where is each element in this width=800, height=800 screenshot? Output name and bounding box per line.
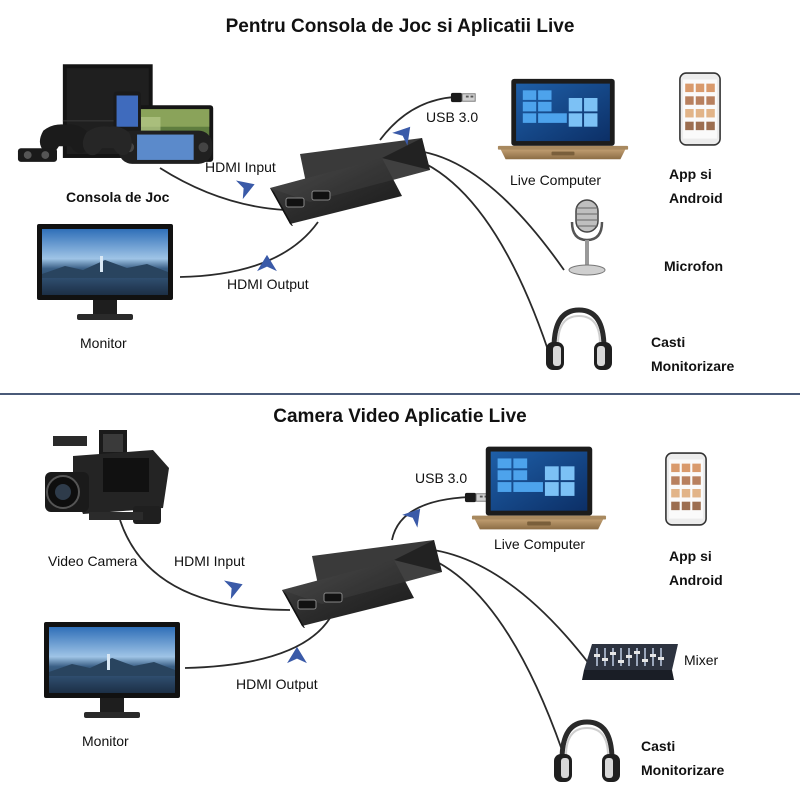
headset-label: Casti Monitorizare xyxy=(651,330,734,378)
app-label-line2: Android xyxy=(669,190,723,206)
source-label: Consola de Joc xyxy=(66,189,170,205)
app-label-line1: App si xyxy=(669,548,712,564)
arrow-icon xyxy=(224,574,246,600)
monitor-icon xyxy=(44,622,180,718)
app-label: App si Android xyxy=(669,162,723,210)
app-label-line2: Android xyxy=(669,572,723,588)
section-1-title: Pentru Consola de Joc si Aplicatii Live xyxy=(225,16,575,37)
laptop-icon xyxy=(497,78,629,160)
headset-label-line2: Monitorizare xyxy=(641,762,725,778)
headphones-icon xyxy=(546,310,612,370)
video-camera-icon xyxy=(43,428,171,526)
section-2-title: Camera Video Aplicatie Live xyxy=(273,406,527,427)
computer-label: Live Computer xyxy=(494,536,586,552)
headset-label-line1: Casti xyxy=(651,334,686,350)
audio-device-label: Microfon xyxy=(664,258,724,274)
smartphone-icon xyxy=(665,452,707,526)
monitor-label: Monitor xyxy=(80,335,127,351)
usb-plug-icon xyxy=(450,92,476,103)
source-label: Video Camera xyxy=(48,553,138,569)
capture-card-icon xyxy=(269,137,431,226)
hdmi-input-label: HDMI Input xyxy=(205,159,276,175)
usb-label: USB 3.0 xyxy=(415,470,468,486)
game-console-icon xyxy=(17,63,214,165)
microphone-icon xyxy=(567,198,607,277)
headset-label-line2: Monitorizare xyxy=(651,358,735,374)
monitor-icon xyxy=(37,224,173,320)
hdmi-output-label: HDMI Output xyxy=(227,276,309,292)
smartphone-icon xyxy=(679,72,721,146)
capture-card-icon xyxy=(281,539,443,628)
mixer-icon xyxy=(582,644,678,680)
section-2-cables xyxy=(119,496,591,751)
laptop-icon xyxy=(471,446,607,530)
hdmi-output-label: HDMI Output xyxy=(236,676,318,692)
computer-label: Live Computer xyxy=(510,172,602,188)
usb-label: USB 3.0 xyxy=(426,109,479,125)
headphones-icon xyxy=(554,722,620,782)
usb-plug-icon xyxy=(464,492,490,503)
monitor-label: Monitor xyxy=(82,733,129,749)
section-1-cables xyxy=(159,96,565,351)
app-label-line1: App si xyxy=(669,166,712,182)
app-label: App si Android xyxy=(669,544,723,592)
arrow-icon xyxy=(236,174,258,200)
hdmi-input-label: HDMI Input xyxy=(174,553,245,569)
headset-label-line1: Casti xyxy=(641,738,676,754)
headset-label: Casti Monitorizare xyxy=(641,734,724,782)
audio-device-label: Mixer xyxy=(684,652,719,668)
